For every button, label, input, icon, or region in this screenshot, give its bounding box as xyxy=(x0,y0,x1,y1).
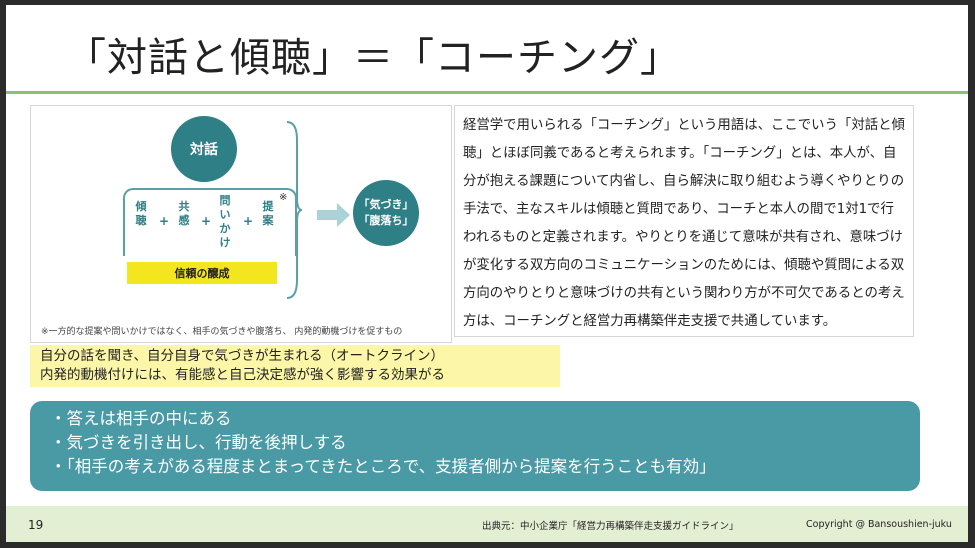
source-citation: 出典元：中小企業庁「経営力再構築伴走支援ガイドライン」 xyxy=(482,521,739,532)
key-point: ・気づきを引き出し、行動を後押しする xyxy=(50,433,347,452)
yellow-note-line: 内発的動機付けには、有能感と自己決定感が強く影響する効果がる xyxy=(40,367,445,383)
right-brace-icon xyxy=(286,121,303,299)
explanation-text: 経営学で用いられる「コーチング」という用語は、ここでいう「対話と傾聴」とほぼ同義… xyxy=(463,118,905,329)
diagram-footnote: ※一方的な提案や問いかけではなく、相手の気づきや腹落ち、 内発的動機づけを促すも… xyxy=(41,327,403,337)
item-empathy: 共感 xyxy=(178,200,190,227)
result-awareness: 「気づき」 xyxy=(358,198,414,211)
dialogue-circle: 対話 xyxy=(171,116,237,182)
item-questioning: 問いかけ xyxy=(219,194,231,249)
yellow-note-line: 自分の話を聞き、自分自身で気づきが生まれる（オートクライン） xyxy=(40,348,445,364)
item-listening: 傾聴 xyxy=(135,200,147,227)
plus-sign: + xyxy=(243,214,254,228)
page-number: 19 xyxy=(28,518,44,532)
plus-sign: + xyxy=(201,214,212,228)
key-point: ・「相手の考えがある程度まとまってきたところで、支援者側から提案を行うことも有効… xyxy=(50,457,716,476)
coaching-diagram: 対話 傾聴 + 共感 + 問いかけ + 提案 ※ 信頼の醸成 「気づき」 「腹落… xyxy=(30,105,452,343)
awareness-circle: 「気づき」 「腹落ち」 xyxy=(353,180,419,246)
explanation-box: 経営学で用いられる「コーチング」という用語は、ここでいう「対話と傾聴」とほぼ同義… xyxy=(454,105,914,337)
key-point: ・答えは相手の中にある xyxy=(50,409,232,428)
item-proposal: 提案 xyxy=(262,200,274,227)
yellow-note: 自分の話を聞き、自分自身で気づきが生まれる（オートクライン） 内発的動機付けには… xyxy=(30,345,560,387)
slide-footer: 19 出典元：中小企業庁「経営力再構築伴走支援ガイドライン」 Copyright… xyxy=(6,506,968,542)
title-divider xyxy=(6,91,968,94)
key-points-box: ・答えは相手の中にある ・気づきを引き出し、行動を後押しする ・「相手の考えがあ… xyxy=(30,401,920,491)
copyright-notice: Copyright @ Bansoushien-juku xyxy=(806,519,952,530)
result-conviction: 「腹落ち」 xyxy=(358,214,414,227)
right-arrow-icon xyxy=(317,203,350,227)
slide: 「対話と傾聴」＝「コーチング」 対話 傾聴 + 共感 + 問いかけ + 提案 ※… xyxy=(6,5,968,542)
plus-sign: + xyxy=(159,214,170,228)
trust-building-bar: 信頼の醸成 xyxy=(127,262,277,284)
slide-title: 「対話と傾聴」＝「コーチング」 xyxy=(66,35,681,81)
asterisk-mark: ※ xyxy=(279,192,288,203)
